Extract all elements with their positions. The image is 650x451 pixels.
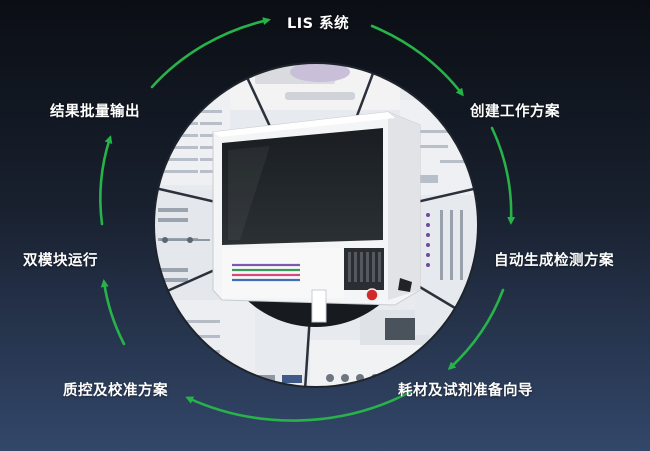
- step-auto-generate-test-plan: 自动生成检测方案: [494, 253, 614, 269]
- cycle-arrows: [99, 17, 516, 422]
- analyzer-instrument: [212, 111, 421, 323]
- step-qc-calibration-plan: 质控及校准方案: [63, 383, 168, 399]
- step-consumables-reagent-guide: 耗材及试剂准备向导: [398, 383, 533, 399]
- step-batch-result-output: 结果批量输出: [50, 104, 140, 120]
- step-lis-system: LIS 系统: [287, 16, 350, 32]
- step-create-work-plan: 创建工作方案: [470, 104, 560, 120]
- step-dual-module-operation: 双模块运行: [23, 253, 98, 269]
